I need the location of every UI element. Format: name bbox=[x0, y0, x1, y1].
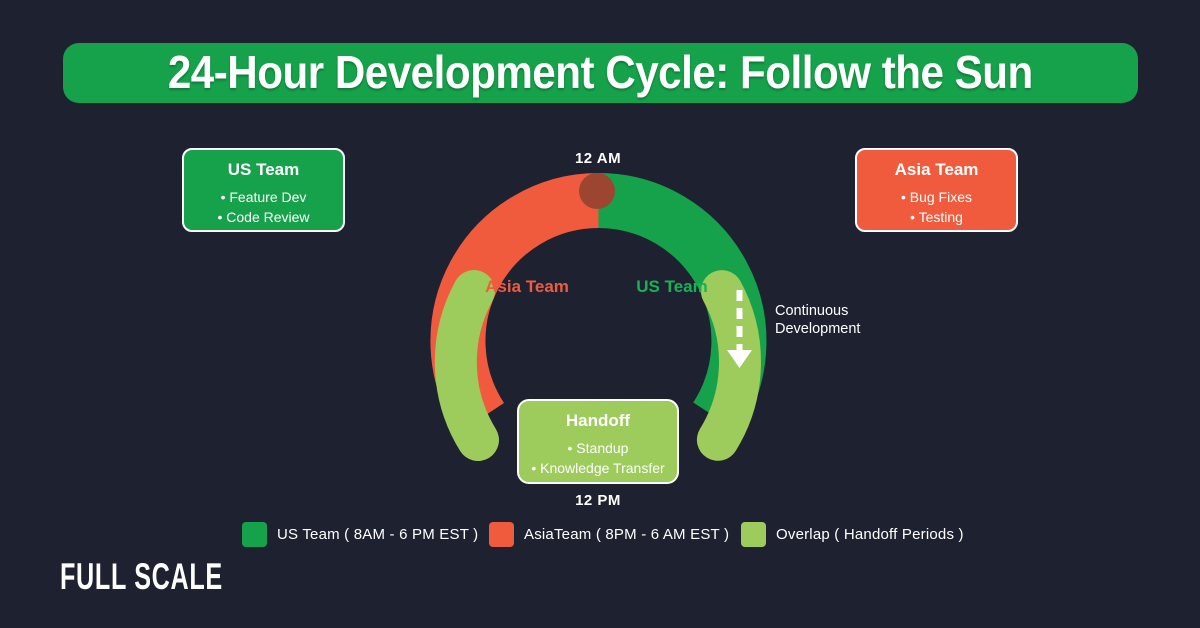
legend-swatch-light-green bbox=[741, 521, 766, 547]
legend-label: Overlap ( Handoff Periods ) bbox=[776, 525, 964, 543]
handoff-card: Handoff • Standup • Knowledge Transfer bbox=[517, 399, 679, 484]
legend-label: US Team ( 8AM - 6 PM EST ) bbox=[277, 525, 479, 543]
handoff-card-item: • Standup bbox=[567, 440, 629, 456]
title-banner: 24-Hour Development Cycle: Follow the Su… bbox=[63, 43, 1138, 103]
full-scale-logo: FULL SCALE bbox=[60, 556, 223, 597]
legend-item-asia-team: AsiaTeam ( 8PM - 6 AM EST ) bbox=[489, 521, 729, 547]
legend-swatch-green bbox=[242, 521, 267, 547]
legend-label: AsiaTeam ( 8PM - 6 AM EST ) bbox=[524, 525, 730, 543]
clock-label-12pm: 12 PM bbox=[575, 492, 621, 509]
handoff-card-title: Handoff bbox=[565, 411, 631, 430]
legend-item-overlap: Overlap ( Handoff Periods ) bbox=[741, 521, 964, 547]
handoff-card-item: • Knowledge Transfer bbox=[531, 460, 665, 476]
legend-item-us-team: US Team ( 8AM - 6 PM EST ) bbox=[242, 521, 478, 547]
asia-arc-label: Asia Team bbox=[485, 277, 569, 296]
asia-team-card-item: • Testing bbox=[910, 209, 963, 225]
us-arc-label: US Team bbox=[636, 277, 708, 296]
us-team-card-title: US Team bbox=[227, 160, 300, 179]
midnight-marker-dot bbox=[579, 173, 615, 209]
overlap-left-arc bbox=[434, 270, 499, 461]
legend-swatch-orange bbox=[489, 521, 514, 547]
us-team-card: US Team • Feature Dev • Code Review bbox=[182, 148, 345, 232]
asia-team-card-title: Asia Team bbox=[894, 160, 979, 179]
us-team-card-item: • Code Review bbox=[217, 209, 310, 225]
asia-team-card-item: • Bug Fixes bbox=[900, 189, 973, 205]
asia-team-card: Asia Team • Bug Fixes • Testing bbox=[855, 148, 1018, 232]
clock-label-12am: 12 AM bbox=[574, 150, 622, 167]
page-title: 24-Hour Development Cycle: Follow the Su… bbox=[167, 46, 1033, 99]
us-team-card-item: • Feature Dev bbox=[220, 189, 307, 205]
continuous-development-annotation: Continuous Development bbox=[775, 303, 861, 337]
arrow-down-icon bbox=[727, 350, 752, 368]
